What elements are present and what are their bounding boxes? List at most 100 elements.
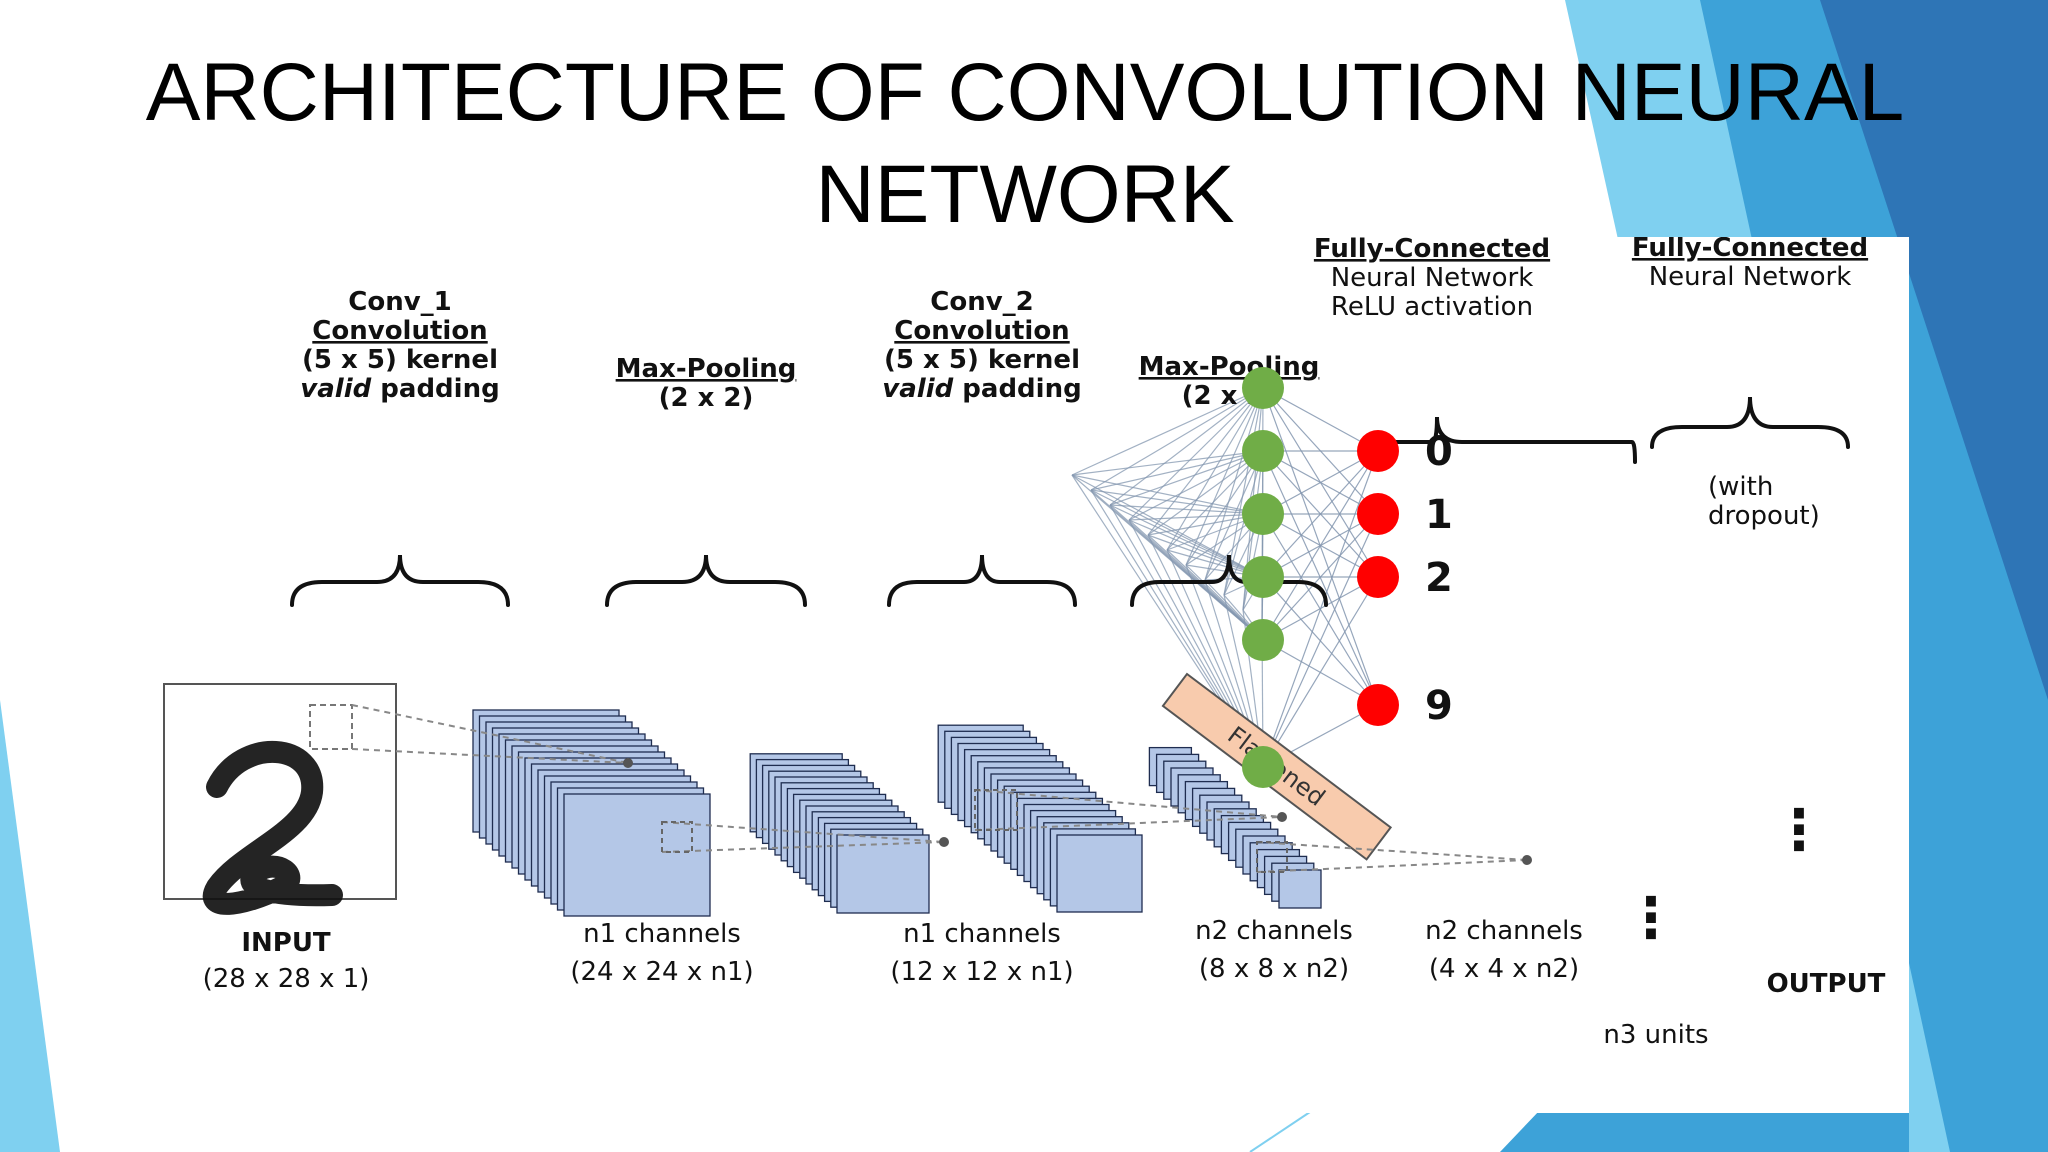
conv2-padding-rest: padding — [953, 374, 1081, 404]
edge-line — [1109, 450, 1264, 506]
edge-line — [1262, 576, 1379, 768]
edge-line — [1262, 450, 1379, 706]
output-node — [1357, 684, 1399, 726]
hidden-ellipsis: ⋮ — [1623, 886, 1679, 951]
cnn-architecture-figure: Flattened Conv_1 Convolution (5 x 5) ker… — [132, 237, 1909, 1113]
edge-line — [1109, 387, 1264, 506]
braces — [290, 396, 1850, 607]
feature-map-front — [563, 793, 711, 917]
edge-line — [1262, 450, 1379, 641]
feature-map-front — [836, 834, 930, 914]
feature-map-front — [1278, 869, 1322, 909]
conv1-kernel: (5 x 5) kernel — [302, 345, 498, 375]
input-label: INPUT — [241, 928, 331, 958]
edge-line — [1166, 387, 1264, 551]
edge-line — [1090, 450, 1264, 491]
dropout-note: (with dropout) — [1708, 472, 1820, 531]
pool1-heading: Max-Pooling (2 x 2) — [616, 354, 797, 413]
feature-map-stacks — [472, 709, 1322, 917]
edge-line — [1109, 504, 1264, 515]
edge-line — [1262, 450, 1379, 768]
edge-line — [1071, 474, 1264, 515]
projection-lines — [351, 704, 1528, 873]
map4-focus-point — [1522, 855, 1532, 865]
map1-focus-point — [623, 758, 633, 768]
map2-receptive-field — [974, 789, 1018, 831]
hidden-unit-node — [1242, 367, 1284, 409]
pool1-size: (2 x 2) — [659, 383, 754, 413]
fc3-line1: Neural Network — [1331, 263, 1534, 293]
map1-receptive-field — [661, 821, 693, 853]
conv1-padding-rest: padding — [371, 374, 499, 404]
pool1-feature-maps — [749, 753, 930, 914]
pool2-heading: Max-Pooling (2 x 2) — [1139, 352, 1320, 411]
fc3-line2: ReLU activation — [1331, 292, 1533, 322]
dropout-line2: dropout) — [1708, 501, 1820, 531]
hidden-unit-node — [1242, 556, 1284, 598]
map4-channels: n2 channels — [1425, 916, 1583, 946]
output-node — [1357, 430, 1399, 472]
edge-line — [1128, 513, 1264, 521]
edge-line — [1262, 513, 1379, 768]
map3-receptive-field — [1256, 841, 1288, 873]
edge-line — [1071, 474, 1264, 578]
output-class-label: 1 — [1425, 492, 1453, 538]
cnn-diagram: Flattened Conv_1 Convolution (5 x 5) ker… — [163, 237, 1886, 1050]
edge-line — [1147, 387, 1264, 536]
bottom-labels: INPUT (28 x 28 x 1) n1 channels (24 x 24… — [203, 916, 1886, 1050]
pool1-type: Max-Pooling — [616, 354, 797, 384]
edge-line — [1128, 387, 1264, 521]
fc4-line1: Neural Network — [1649, 262, 1852, 292]
hidden-unit-node — [1242, 493, 1284, 535]
edge-line — [1128, 519, 1264, 578]
output-class-label: 2 — [1425, 555, 1453, 601]
bg-shape-left — [0, 700, 60, 1152]
hidden-unit-node — [1242, 430, 1284, 472]
map3-channels: n2 channels — [1195, 916, 1353, 946]
brace-fc3 — [1365, 416, 1637, 464]
conv2-feature-maps — [937, 724, 1143, 913]
bg-shape-bottom — [1500, 1110, 1909, 1152]
edge-line — [1204, 450, 1264, 581]
conv2-type: Convolution — [894, 316, 1069, 346]
edge-line — [1262, 450, 1379, 578]
conv1-type: Convolution — [312, 316, 487, 346]
conv2-padding-emphasis: valid — [882, 374, 953, 404]
conv2-name: Conv_2 — [930, 287, 1034, 317]
pool2-feature-maps — [1148, 746, 1322, 909]
input-digit-2 — [202, 741, 343, 915]
brace-conv2 — [887, 554, 1077, 607]
brace-conv1 — [290, 554, 510, 607]
output-node — [1357, 493, 1399, 535]
map1-channels: n1 channels — [583, 919, 741, 949]
conv1-heading: Conv_1 Convolution (5 x 5) kernel valid … — [300, 287, 499, 404]
edge-line — [1071, 450, 1264, 476]
map3-focus-point — [1277, 812, 1287, 822]
conv2-kernel: (5 x 5) kernel — [884, 345, 1080, 375]
bg-shape-dark — [1820, 0, 2048, 700]
edge-line — [1090, 489, 1264, 515]
brace-pool1 — [605, 554, 807, 607]
conv2-padding: valid padding — [882, 374, 1081, 404]
output-node — [1357, 556, 1399, 598]
fc3-heading: fc_3 Fully-Connected Neural Network ReLU… — [1314, 237, 1550, 322]
slide-title-line1: ARCHITECTURE OF CONVOLUTION NEURAL — [145, 47, 1905, 138]
edge-line — [1185, 387, 1264, 566]
feature-map-front — [1056, 834, 1143, 913]
bg-line — [1249, 1111, 1311, 1152]
output-ellipsis: ⋮ — [1771, 798, 1827, 863]
slide-title: ARCHITECTURE OF CONVOLUTION NEURAL NETWO… — [40, 42, 2010, 246]
conv1-padding: valid padding — [300, 374, 499, 404]
fc4-heading: fc_4 Fully-Connected Neural Network — [1632, 237, 1868, 292]
fc4-type: Fully-Connected — [1632, 237, 1868, 263]
pool2-type: Max-Pooling — [1139, 352, 1320, 382]
map4-dims: (4 x 4 x n2) — [1429, 954, 1579, 984]
map3-dims: (8 x 8 x n2) — [1199, 954, 1349, 984]
input-dims: (28 x 28 x 1) — [203, 964, 370, 994]
conv2-heading: Conv_2 Convolution (5 x 5) kernel valid … — [882, 287, 1081, 404]
output-class-label: 9 — [1425, 683, 1453, 729]
dropout-line1: (with — [1708, 472, 1773, 502]
brace-pool2 — [1130, 554, 1328, 607]
conv1-padding-emphasis: valid — [300, 374, 371, 404]
